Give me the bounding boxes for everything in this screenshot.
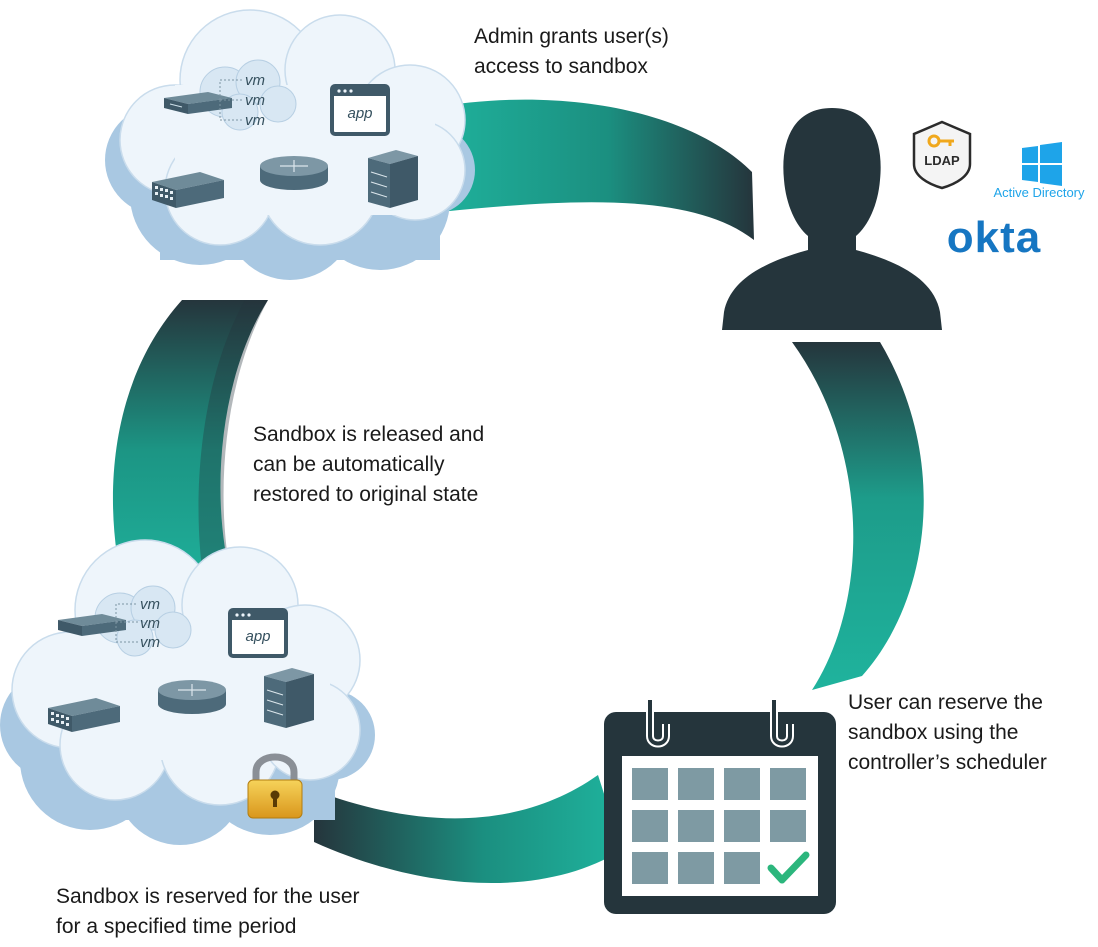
calendar-ring <box>646 700 670 748</box>
vm-label: vm <box>140 634 160 651</box>
caption-line: Admin grants user(s) <box>474 25 669 48</box>
caption-line: Sandbox is released and <box>253 423 485 446</box>
caption-line: controller’s scheduler <box>848 751 1047 774</box>
caption-line: for a specified time period <box>56 915 297 938</box>
ldap-key-icon <box>927 134 954 148</box>
server-icon <box>58 614 126 636</box>
vm-label: vm <box>245 112 265 129</box>
caption-line: can be automatically <box>253 453 445 476</box>
caption-sandbox-reserved: Sandbox is reserved for the user for a s… <box>56 882 360 942</box>
vm-connectors <box>219 79 242 121</box>
calendar-grid <box>632 768 806 884</box>
caption-line: sandbox using the <box>848 721 1019 744</box>
lock-icon <box>247 753 303 819</box>
switch-icon <box>48 698 120 732</box>
router-icon <box>158 680 226 714</box>
vm-label: vm <box>245 92 265 109</box>
active-directory-label: Active Directory <box>993 185 1085 200</box>
app-window-icon: app <box>228 608 288 658</box>
caption-user-can-reserve: User can reserve the sandbox using the c… <box>848 688 1047 778</box>
switch-icon <box>152 172 224 208</box>
caption-line: User can reserve the <box>848 691 1043 714</box>
windows-logo-icon <box>1022 142 1062 186</box>
okta-logo: okta <box>947 213 1041 262</box>
app-label: app <box>347 105 372 122</box>
router-icon <box>260 156 328 190</box>
cycle-arrow-right <box>792 342 924 690</box>
caption-line: Sandbox is reserved for the user <box>56 885 360 908</box>
person-silhouette-icon <box>722 108 942 330</box>
vm-connectors <box>115 603 138 643</box>
vm-label: vm <box>245 72 265 89</box>
sandbox-cloud-top <box>105 9 475 280</box>
app-label: app <box>245 628 270 645</box>
caption-admin-grants-access: Admin grants user(s) access to sandbox <box>474 22 669 82</box>
cycle-arrow-top <box>430 99 754 240</box>
checkmark-icon <box>767 851 810 884</box>
ldap-badge-icon: LDAP <box>912 120 972 190</box>
vm-label: vm <box>140 596 160 613</box>
vm-label: vm <box>140 615 160 632</box>
calendar-icon <box>604 700 836 914</box>
caption-line: restored to original state <box>253 483 479 506</box>
calendar-ring <box>770 700 794 748</box>
ldap-label: LDAP <box>924 153 960 168</box>
rack-server-icon <box>264 668 314 728</box>
rack-server-icon <box>368 150 418 208</box>
caption-line: access to sandbox <box>474 55 648 78</box>
app-window-icon: app <box>330 84 390 136</box>
caption-sandbox-released: Sandbox is released and can be automatic… <box>253 420 484 510</box>
cycle-arrow-left <box>112 300 268 600</box>
cycle-arrow-bottom <box>314 775 622 884</box>
server-icon <box>164 92 232 114</box>
